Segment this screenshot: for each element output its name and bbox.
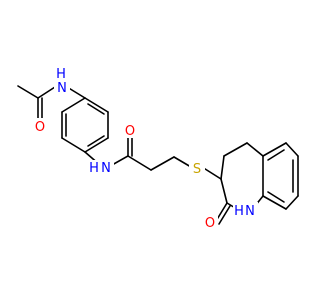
atom-n-amide: N	[101, 161, 111, 176]
bond-ring1-d	[61, 137, 86, 153]
atom-h-amide: H	[89, 161, 99, 176]
bond-ring2-inner-b	[267, 191, 285, 203]
bond-ring2-d	[262, 195, 287, 210]
bond-s-c3	[201, 166, 222, 180]
bond-methyl-carbonyl	[17, 85, 39, 99]
bond-chain-3	[173, 156, 192, 168]
bond-chain-1	[127, 155, 152, 171]
bond-c3-c2	[220, 178, 228, 204]
atom-h-lactam: H	[234, 204, 244, 219]
structure-svg: O N H N H O S O N H	[17, 66, 299, 231]
atom-o-amide: O	[125, 124, 135, 139]
atom-h-acetamide: H	[56, 67, 66, 82]
atom-s-thioether: S	[193, 162, 201, 177]
bond-c3-c4	[220, 155, 225, 180]
atom-o-lactam: O	[205, 216, 215, 231]
atom-n-acetamide: N	[57, 81, 67, 96]
bond-chain-2	[150, 156, 175, 171]
bond-ring1-f	[61, 97, 86, 113]
bond-ring1-a	[84, 97, 109, 113]
bond-acetyl-n	[37, 86, 56, 99]
bond-c5-c5a	[246, 142, 264, 157]
atom-n-lactam: N	[245, 204, 255, 219]
bond-ring2-b	[262, 142, 287, 157]
bond-ring2-inner-a	[267, 149, 285, 161]
bond-ring1-inner-a	[87, 103, 105, 115]
atom-labels: O N H N H O S O N H	[32, 66, 258, 231]
bonds	[17, 85, 299, 225]
bond-c4-c5	[223, 142, 248, 157]
bond-ring2-e	[285, 195, 299, 210]
bond-n2-carbonyl	[111, 155, 129, 166]
bond-ring1-c	[84, 137, 109, 153]
molecule-diagram: O N H N H O S O N H	[17, 66, 299, 231]
bond-ring1-inner-b	[87, 135, 105, 147]
bond-ring2-c	[285, 142, 299, 157]
atom-o-acetyl: O	[35, 120, 45, 135]
bond-c2-o-b	[218, 205, 231, 225]
